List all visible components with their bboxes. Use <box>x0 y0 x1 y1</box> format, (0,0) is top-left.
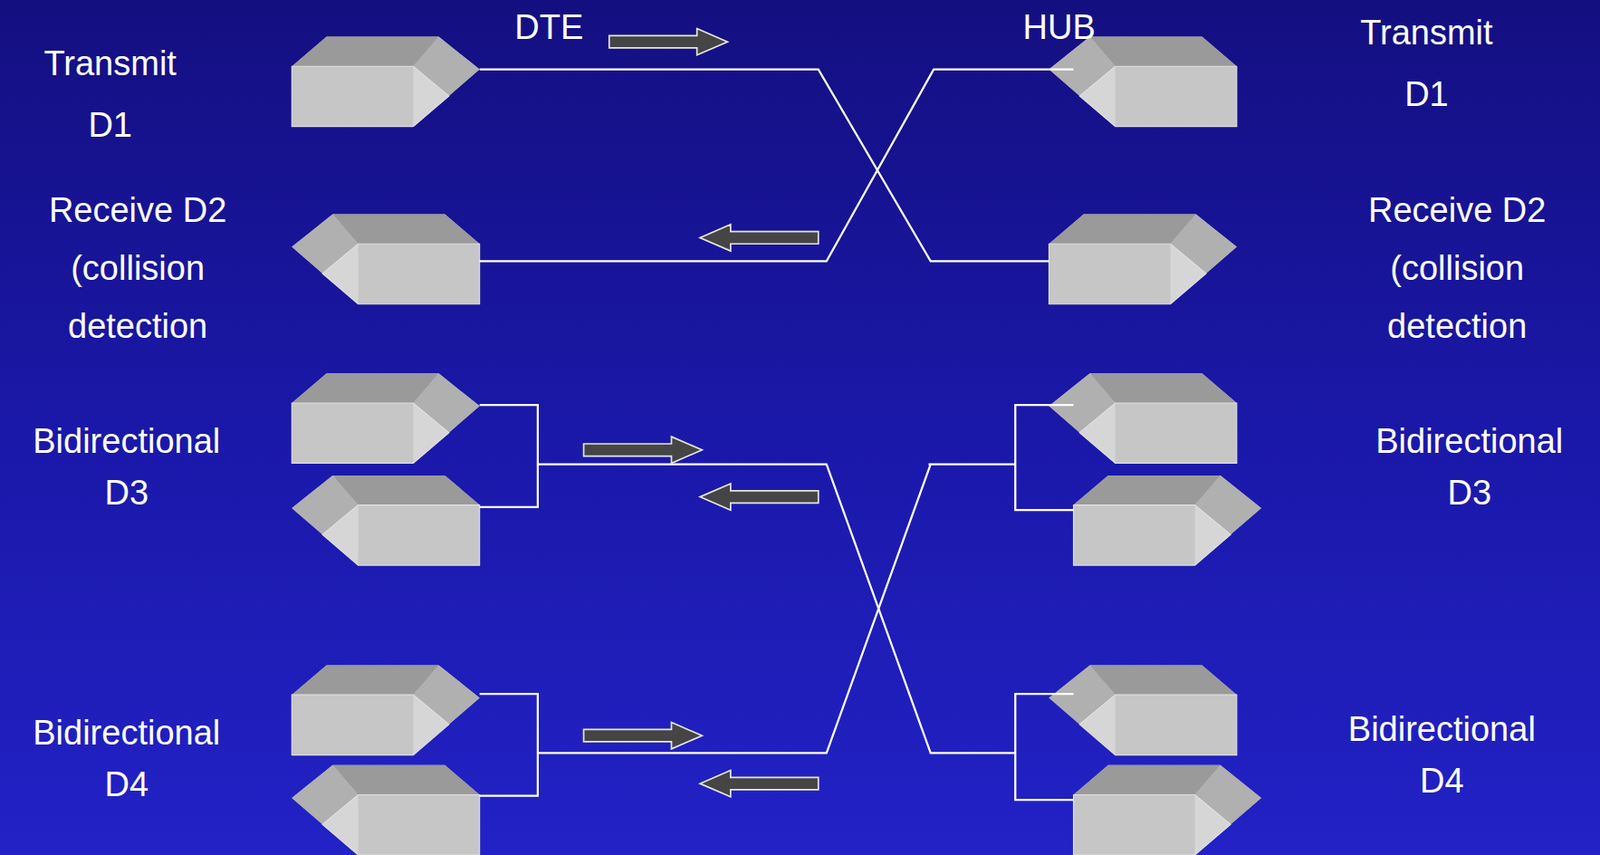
direction-arrow <box>584 722 703 749</box>
transmitter-block <box>1048 214 1236 305</box>
receiver-block <box>291 475 480 566</box>
pair-label: Transmit D1 <box>1344 1 1508 125</box>
wire-pairs <box>479 69 1074 801</box>
transmitter-block <box>1073 765 1262 855</box>
receiver-block <box>1048 373 1236 463</box>
receiver-block <box>291 765 480 855</box>
pair-label: Transmit D1 <box>28 32 192 156</box>
transmitter-block <box>291 37 480 127</box>
direction-arrow <box>609 28 729 56</box>
pair-label: Receive D2 (collision detection <box>1348 181 1566 355</box>
receiver-block <box>1048 664 1236 755</box>
pair-label: Bidirectional D4 <box>22 707 231 811</box>
direction-arrow <box>699 483 819 510</box>
transmitter-block <box>291 373 480 463</box>
receiver-block <box>291 214 480 305</box>
pair-label: Bidirectional D3 <box>22 415 231 519</box>
direction-arrow <box>699 224 819 251</box>
direction-arrow <box>699 770 819 797</box>
pair-label: Bidirectional D4 <box>1337 703 1546 807</box>
transmitter-block <box>291 664 480 755</box>
pair-label: Receive D2 (collision detection <box>28 181 247 355</box>
receiver-block <box>1048 37 1236 127</box>
device-heading: DTE <box>458 7 640 48</box>
direction-arrow <box>584 436 703 463</box>
transmitter-block <box>1073 475 1262 566</box>
device-heading: HUB <box>968 7 1150 48</box>
pair-label: Bidirectional D3 <box>1365 415 1574 519</box>
